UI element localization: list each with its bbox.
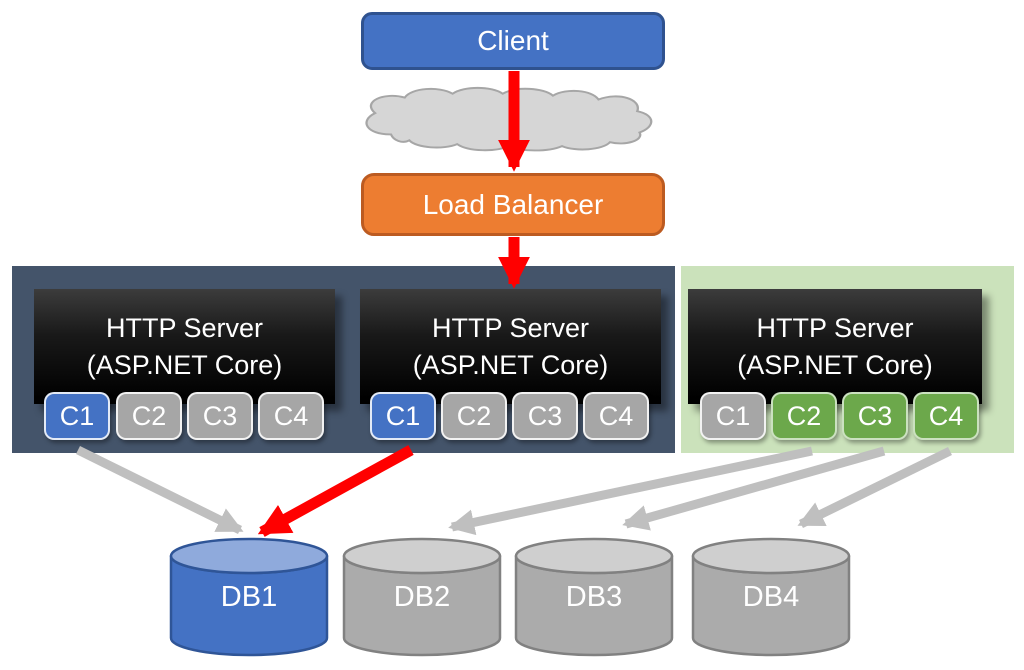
arrow-s1c1-db1 xyxy=(76,445,244,535)
database-db3: DB3 xyxy=(513,535,675,657)
server-title-line1: HTTP Server xyxy=(756,312,914,343)
connection-chip: C3 xyxy=(187,392,253,440)
http-server-1: HTTP Server (ASP.NET Core) xyxy=(34,289,335,404)
server-title-line2: (ASP.NET Core) xyxy=(86,349,283,380)
database-label: DB3 xyxy=(565,581,623,613)
database-db1: DB1 xyxy=(168,535,330,657)
connection-chip: C4 xyxy=(258,392,324,440)
load-balancer-node: Load Balancer xyxy=(361,173,665,236)
chip-label: C3 xyxy=(527,400,563,431)
database-db4: DB4 xyxy=(690,535,852,657)
connection-chip: C3 xyxy=(842,392,908,440)
chip-label: C4 xyxy=(928,400,964,431)
chip-label: C4 xyxy=(598,400,634,431)
chip-label: C1 xyxy=(385,400,421,431)
connection-chip: C2 xyxy=(771,392,837,440)
cylinder-icon xyxy=(514,537,674,657)
server-title-line2: (ASP.NET Core) xyxy=(737,349,933,380)
load-balancer-label: Load Balancer xyxy=(422,188,604,220)
server-title-line1: HTTP Server xyxy=(105,312,264,343)
connection-chip: C2 xyxy=(441,392,507,440)
connection-chip: C4 xyxy=(583,392,649,440)
http-server-2: HTTP Server (ASP.NET Core) xyxy=(360,289,661,404)
arrow-s3c3-db3 xyxy=(622,446,886,531)
database-db2: DB2 xyxy=(341,535,503,657)
cylinder-icon xyxy=(169,537,329,657)
database-label: DB4 xyxy=(742,581,800,613)
database-label: DB1 xyxy=(220,581,278,613)
chip-label: C4 xyxy=(273,400,309,431)
arrow-s3c4-db4 xyxy=(797,446,952,529)
connection-chip: C2 xyxy=(116,392,182,440)
cylinder-icon xyxy=(342,537,502,657)
server-title-line2: (ASP.NET Core) xyxy=(412,349,609,380)
arrow-s3c2-db2 xyxy=(448,446,813,536)
connection-chip: C1 xyxy=(700,392,766,440)
chip-label: C2 xyxy=(456,400,492,431)
http-server-3: HTTP Server (ASP.NET Core) xyxy=(688,289,982,404)
server-title-line1: HTTP Server xyxy=(431,312,590,343)
database-label: DB2 xyxy=(393,581,451,613)
connection-chip: C1 xyxy=(370,392,436,440)
chip-label: C3 xyxy=(202,400,238,431)
chip-label: C2 xyxy=(131,400,167,431)
chip-label: C1 xyxy=(59,400,95,431)
connection-chip: C3 xyxy=(512,392,578,440)
client-node: Client xyxy=(361,12,665,70)
chip-label: C3 xyxy=(857,400,893,431)
connection-chip: C1 xyxy=(44,392,110,440)
cylinder-icon xyxy=(691,537,851,657)
chip-label: C2 xyxy=(786,400,822,431)
arrow-s2c1-db1 xyxy=(257,445,414,537)
client-label: Client xyxy=(477,25,549,56)
chip-label: C1 xyxy=(715,400,751,431)
internet-cloud-icon xyxy=(365,86,653,152)
connection-chip: C4 xyxy=(913,392,979,440)
